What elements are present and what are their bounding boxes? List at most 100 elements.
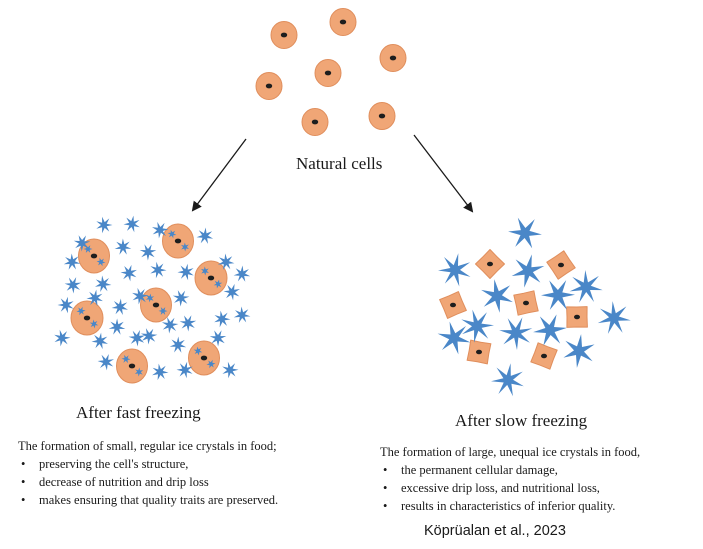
fast-small-crystal (152, 221, 169, 239)
natural-cell (301, 108, 329, 136)
fast-small-crystal (95, 275, 112, 292)
fast-inner-crystal (121, 354, 131, 364)
fast-cell (188, 340, 220, 376)
slow-large-crystal (597, 301, 631, 334)
nucleus (280, 32, 288, 38)
fast-cell (140, 287, 172, 323)
slow-bullet-1: the permanent cellular damage, (380, 461, 700, 479)
fast-small-crystal (161, 317, 179, 334)
nucleus (378, 113, 386, 119)
nucleus (339, 19, 347, 25)
fast-small-crystal (222, 361, 239, 379)
natural-cells-label: Natural cells (296, 154, 383, 173)
slow-damaged-cell (439, 291, 467, 319)
arrow-to-fast-freezing (191, 138, 247, 212)
slow-large-crystal (541, 280, 575, 310)
fast-inner-crystal (145, 293, 155, 303)
nucleus (207, 275, 215, 281)
fast-freezing-bullets: preserving the cell's structure, decreas… (18, 455, 348, 509)
fast-inner-crystal (76, 306, 86, 316)
fast-small-crystal (128, 330, 146, 347)
slow-freezing-heading: The formation of large, unequal ice crys… (380, 445, 641, 459)
natural-cell (329, 8, 357, 36)
slow-freezing-bullets: the permanent cellular damage, excessive… (380, 461, 700, 515)
nucleus (152, 302, 160, 308)
slow-large-crystal (563, 334, 595, 368)
slow-large-crystal (491, 363, 524, 397)
natural-cell (255, 72, 283, 100)
fast-small-crystal (132, 287, 149, 305)
nucleus (90, 253, 98, 259)
nucleus (487, 261, 493, 267)
nucleus (83, 315, 91, 321)
fast-bullet-2: decrease of nutrition and drip loss (18, 473, 348, 491)
fast-cell (162, 223, 194, 259)
fast-bullet-1: preserving the cell's structure, (18, 455, 348, 473)
fast-inner-crystal (167, 229, 177, 239)
fast-small-crystal (233, 306, 251, 323)
fast-small-crystal (97, 354, 114, 371)
fast-inner-crystal (201, 266, 209, 276)
slow-large-crystal (533, 314, 567, 346)
fast-small-crystal (150, 261, 167, 279)
fast-inner-crystal (206, 359, 216, 369)
nucleus (174, 238, 182, 244)
slow-damaged-cell (566, 306, 588, 328)
fast-small-crystal (63, 253, 81, 270)
slow-freezing-group (437, 217, 631, 397)
fast-small-crystal (223, 283, 240, 301)
fast-freezing-label: After fast freezing (76, 403, 201, 422)
slow-large-crystal (437, 321, 471, 355)
nucleus (541, 353, 547, 359)
fast-small-crystal (177, 263, 194, 281)
fast-freezing-description: The formation of small, regular ice crys… (18, 437, 348, 509)
nucleus (128, 363, 136, 369)
fast-small-crystal (139, 244, 157, 261)
nucleus (200, 355, 208, 361)
fast-cell (70, 300, 104, 336)
fast-small-crystal (176, 361, 193, 379)
fast-small-crystal (123, 215, 140, 233)
fast-small-crystal (140, 328, 158, 345)
fast-small-crystal (152, 363, 169, 381)
slow-freezing-label: After slow freezing (455, 411, 588, 430)
fast-inner-crystal (158, 307, 168, 315)
natural-cells-group (255, 8, 407, 136)
natural-cell (314, 59, 342, 87)
arrow-to-slow-freezing (413, 134, 474, 213)
fast-inner-crystal (96, 257, 106, 267)
slow-large-crystal (481, 279, 513, 313)
nucleus (476, 349, 482, 355)
natural-cell (270, 21, 298, 49)
fast-small-crystal (96, 216, 113, 234)
fast-small-crystal (169, 336, 187, 353)
nucleus (450, 302, 456, 308)
fast-small-crystal (54, 329, 71, 347)
fast-small-crystal (172, 290, 190, 307)
slow-large-crystal (569, 270, 603, 303)
fast-inner-crystal (89, 319, 99, 329)
fast-small-crystal (196, 227, 214, 244)
fast-small-crystal (114, 238, 132, 255)
slow-damaged-cell (513, 290, 539, 316)
fast-freezing-heading: The formation of small, regular ice crys… (18, 439, 277, 453)
nucleus (574, 314, 580, 320)
fast-small-crystal (64, 277, 82, 294)
citation: Köprüalan et al., 2023 (424, 523, 566, 539)
fast-small-crystal (111, 298, 128, 315)
fast-small-crystal (217, 253, 235, 270)
nucleus (389, 55, 397, 61)
fast-small-crystal (73, 235, 91, 252)
slow-large-crystal (508, 217, 542, 249)
slow-damaged-cell (466, 339, 492, 365)
nucleus (265, 83, 273, 89)
fast-small-crystal (233, 265, 251, 282)
slow-bullet-2: excessive drip loss, and nutritional los… (380, 479, 700, 497)
fast-cell (194, 260, 228, 296)
nucleus (324, 70, 332, 76)
fast-inner-crystal (181, 242, 189, 252)
fast-small-crystal (179, 315, 197, 332)
fast-freezing-group (54, 215, 251, 384)
slow-freezing-description: The formation of large, unequal ice crys… (380, 443, 700, 515)
